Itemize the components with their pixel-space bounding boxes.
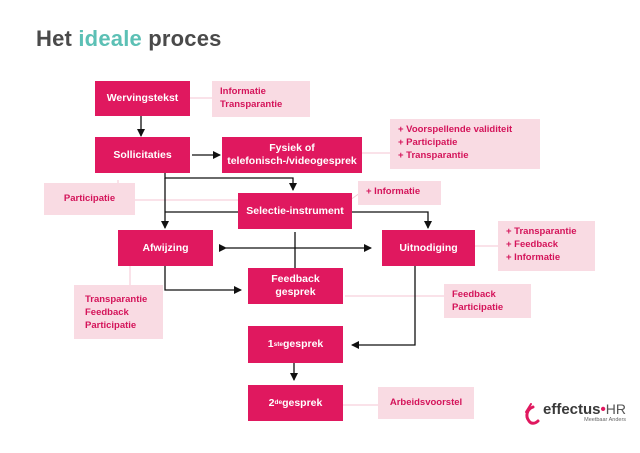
box-sollicitaties: Sollicitaties [95, 137, 190, 173]
flow-arrows [137, 116, 432, 381]
note-gesprek2: Arbeidsvoorstel [378, 387, 474, 419]
note-feedback: Feedback Participatie [444, 284, 531, 318]
box-uitnodiging: Uitnodiging [382, 230, 475, 266]
box-afwijzing: Afwijzing [118, 230, 213, 266]
effectus-logo-icon [525, 403, 540, 425]
effectus-logo: effectus•HR Meetbaar Anders [522, 401, 626, 427]
note-uitnodiging: + Transparantie + Feedback + Informatie [498, 221, 595, 271]
box-feedback-gesprek: Feedback gesprek [248, 268, 343, 304]
page-title: Het ideale proces [36, 26, 222, 51]
note-afwijzing: Transparantie Feedback Participatie [74, 285, 163, 339]
note-wervingstekst: Informatie Transparantie [212, 81, 310, 117]
box-selectie-instrument: Selectie-instrument [238, 193, 352, 229]
box-fysiek: Fysiek of telefonisch-/videogesprek [222, 137, 362, 173]
box-wervingstekst: Wervingstekst [95, 81, 190, 116]
title-accent: ideale [78, 26, 142, 51]
note-fysiek: + Voorspellende validiteit + Participati… [390, 119, 540, 169]
note-selectie: + Informatie [358, 181, 441, 205]
note-sollicitaties: Participatie [44, 183, 135, 215]
